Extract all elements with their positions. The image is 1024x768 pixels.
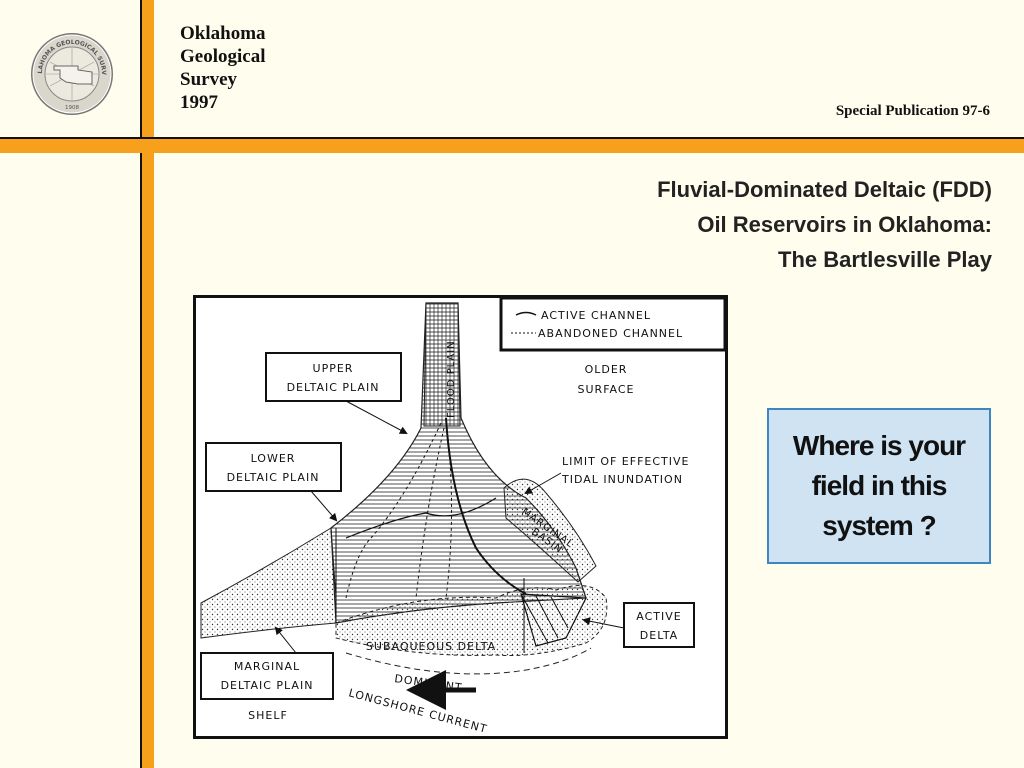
vertical-accent-bar [142, 0, 154, 768]
org-line-3: Survey [180, 69, 237, 90]
org-line-2: Geological [180, 46, 266, 67]
horizontal-divider-line [0, 137, 1024, 139]
legend-box [499, 298, 725, 352]
label-limit-2: TIDAL INUNDATION [561, 473, 683, 486]
label-longshore-current: LONGSHORE CURRENT [347, 686, 489, 736]
subaqueous-delta-area [335, 585, 608, 656]
publication-number: Special Publication 97-6 [835, 103, 990, 119]
label-lower-2: DELTAIC PLAIN [227, 471, 320, 484]
label-active-1: ACTIVE [636, 610, 681, 623]
marginal-deltaic-plain-area [200, 527, 337, 639]
legend-abandoned-channel: ABANDONED CHANNEL [538, 327, 683, 340]
vertical-divider-line [140, 0, 142, 768]
label-lower-1: LOWER [251, 452, 296, 465]
horizontal-accent-bar [0, 139, 1024, 153]
label-shelf: SHELF [248, 709, 288, 722]
label-active-2: DELTA [640, 629, 678, 642]
seal-year: 1908 [65, 105, 79, 111]
callout-text: Where is your field in this system ? [792, 430, 966, 541]
delta-diagram-svg: ACTIVE CHANNEL ABANDONED CHANNEL FLOOD P… [200, 298, 725, 736]
label-flood-plain: FLOOD PLAIN [446, 340, 457, 418]
label-marginal-plain-2: DELTAIC PLAIN [221, 679, 314, 692]
label-upper-1: UPPER [313, 362, 354, 375]
label-box-upper-deltaic-plain [265, 352, 402, 402]
abandoned-channel-path-2 [415, 427, 445, 599]
label-upper-2: DELTAIC PLAIN [287, 381, 380, 394]
delta-system-diagram: ACTIVE CHANNEL ABANDONED CHANNEL FLOOD P… [193, 295, 728, 739]
label-older-surface-2: SURFACE [578, 383, 635, 396]
active-delta-lobe [520, 593, 587, 647]
label-box-lower-deltaic-plain [205, 442, 342, 492]
title-line-3: The Bartlesville Play [778, 247, 992, 272]
question-callout: Where is your field in this system ? [767, 408, 991, 564]
org-line-4: 1997 [180, 92, 218, 113]
abandoned-channel-path-3 [445, 437, 453, 599]
label-limit-1: LIMIT OF EFFECTIVE [562, 455, 689, 468]
label-box-active-delta [623, 602, 695, 648]
title-line-2: Oil Reservoirs in Oklahoma: [697, 212, 992, 237]
ogs-seal-logo: OKLAHOMA GEOLOGICAL SURVEY 1908 [30, 32, 113, 115]
flood-plain-area [423, 302, 461, 427]
label-marginal-plain-1: MARGINAL [234, 660, 300, 673]
marginal-basin-area [503, 478, 597, 583]
label-older-surface-1: OLDER [585, 363, 628, 376]
organization-name: Oklahoma Geological Survey 1997 [180, 22, 266, 114]
legend-active-channel: ACTIVE CHANNEL [541, 309, 651, 322]
label-box-marginal-deltaic-plain [200, 652, 334, 700]
org-line-1: Oklahoma [180, 23, 266, 44]
title-line-1: Fluvial-Dominated Deltaic (FDD) [657, 177, 992, 202]
label-subaqueous-delta: SUBAQUEOUS DELTA [366, 640, 496, 653]
slide-title: Fluvial-Dominated Deltaic (FDD) Oil Rese… [657, 172, 992, 277]
